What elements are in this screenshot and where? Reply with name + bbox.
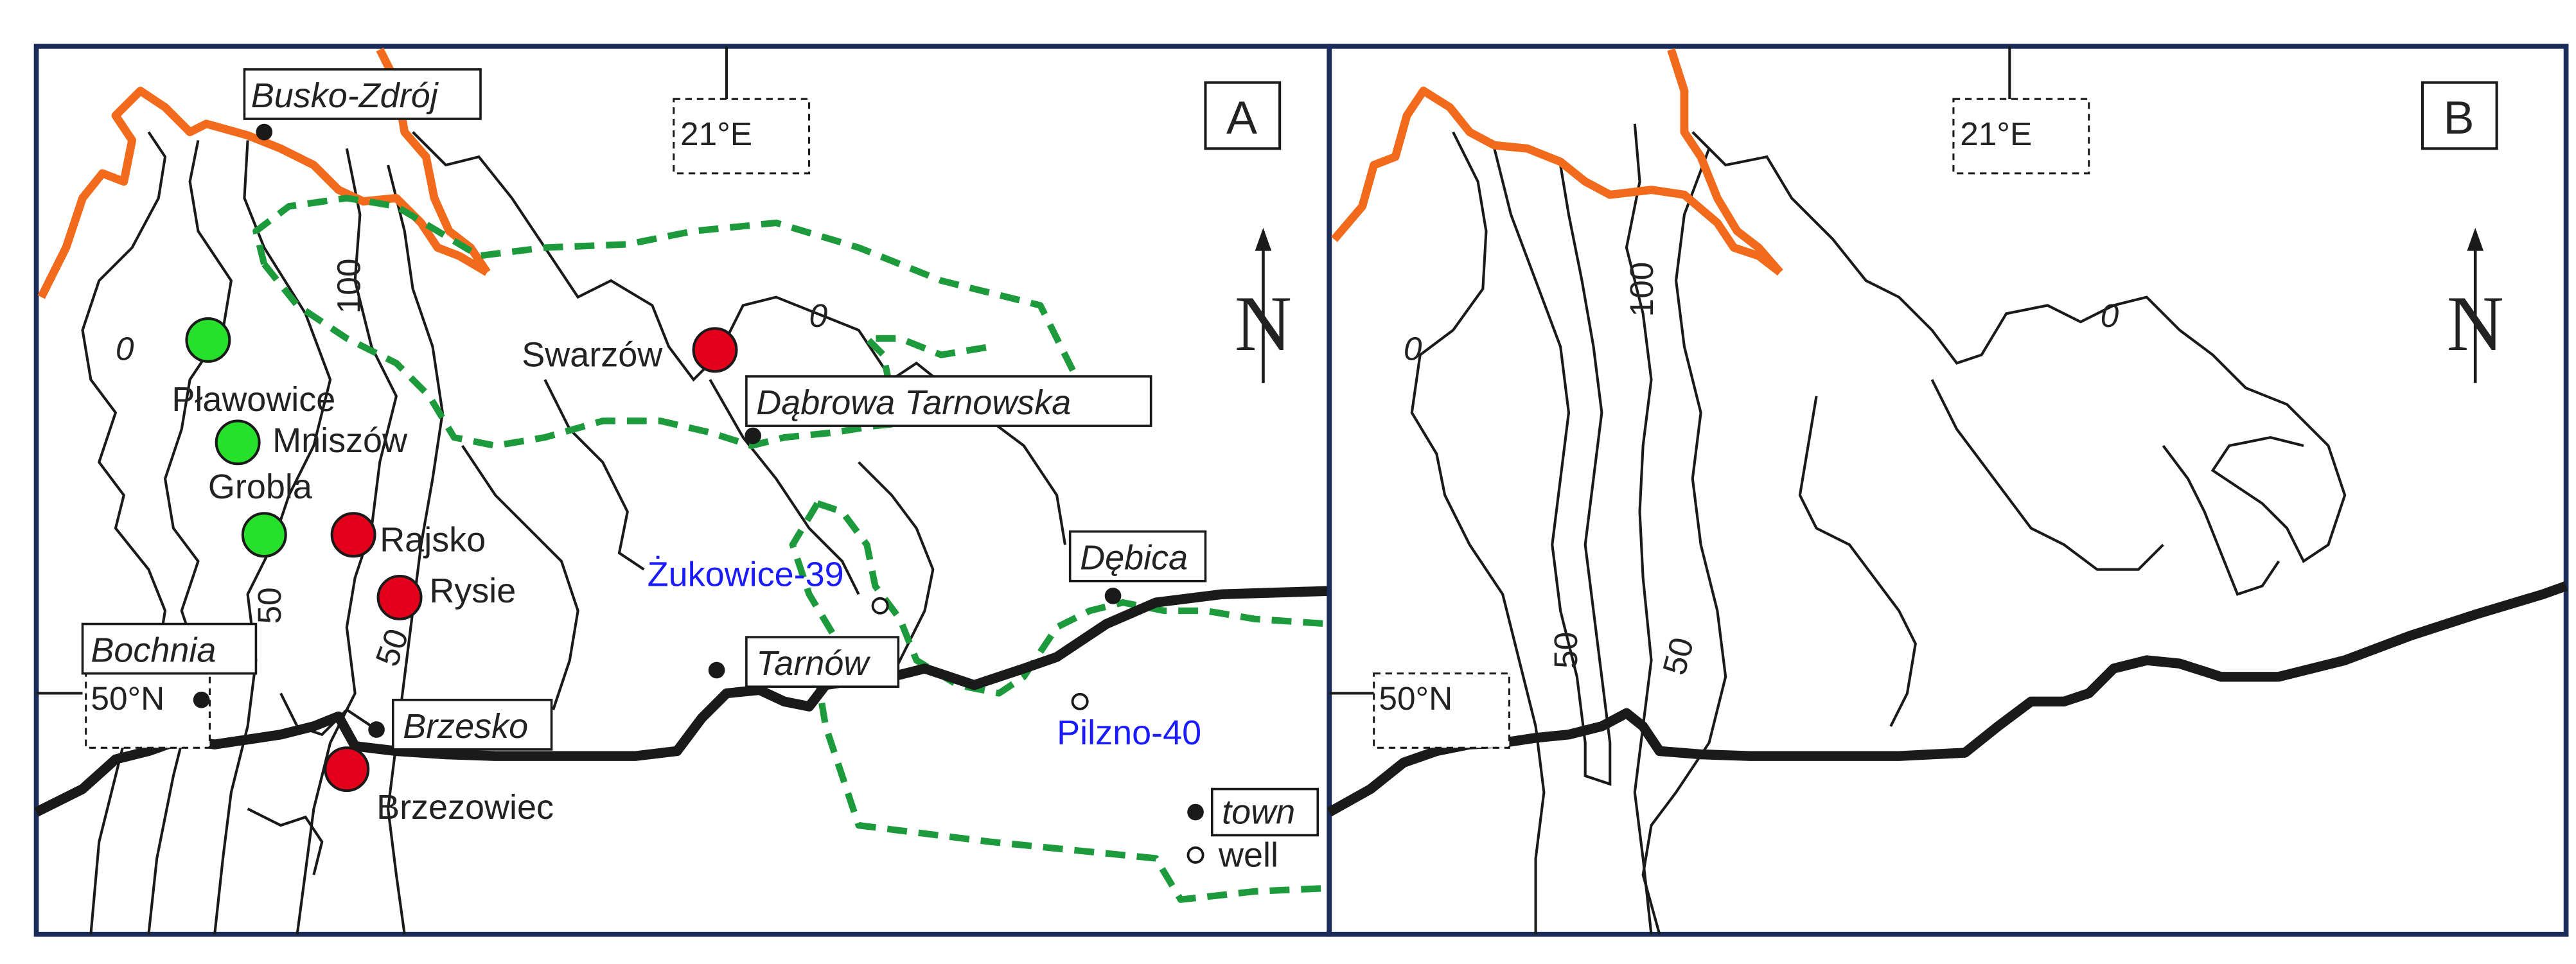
well-marker xyxy=(871,597,889,615)
contour-label-50: 50 xyxy=(1547,632,1584,669)
well-pilzno: Pilzno-40 xyxy=(1057,692,1201,752)
site-brzezowiec: Brzezowiec xyxy=(324,746,554,827)
green-site-marker xyxy=(185,317,231,363)
well-zukowice: Żukowice-39 xyxy=(648,555,889,615)
town-label: Bochnia xyxy=(91,631,216,670)
site-grobla: Grobla xyxy=(208,468,313,558)
site-label: Mniszów xyxy=(272,421,408,460)
latitude-label-box xyxy=(85,672,211,749)
panel-b: 21°E 50°N B N 0 0 100 50 50 xyxy=(1327,44,2569,937)
town-marker xyxy=(368,721,385,738)
red-site-marker xyxy=(692,327,738,373)
panel-label-box xyxy=(1204,81,1282,150)
site-label: Rajsko xyxy=(380,520,486,559)
contour-lines xyxy=(1410,123,2347,935)
green-site-marker xyxy=(241,512,287,558)
site-label: Swarzów xyxy=(522,336,663,374)
town-brzesko: Brzesko xyxy=(368,698,553,751)
latitude-label: 50°N xyxy=(1379,679,1452,717)
panel-a: 21°E 50°N A N 0 0 100 50 50 Busko-Zdrój … xyxy=(33,44,1332,937)
town-label: Tarnów xyxy=(756,644,870,683)
town-marker xyxy=(193,691,210,708)
town-tarnow: Tarnów xyxy=(708,636,900,688)
town-busko: Busko-Zdrój xyxy=(243,68,482,141)
longitude-label-box xyxy=(673,98,811,175)
site-label: Brzezowiec xyxy=(376,788,554,827)
town-marker xyxy=(1104,587,1122,604)
site-label: Grobla xyxy=(208,468,313,506)
contour-label-50: 50 xyxy=(251,587,288,624)
contour-label-100: 100 xyxy=(1623,262,1660,317)
main-road xyxy=(34,586,1330,817)
panel-label-box xyxy=(2421,81,2498,150)
legend-town-label: town xyxy=(1222,793,1295,832)
contour-label-0: 0 xyxy=(2101,297,2119,334)
longitude-label: 21°E xyxy=(680,115,752,152)
legend: town well xyxy=(1187,787,1319,874)
green-site-marker xyxy=(215,419,261,466)
town-bochnia: Bochnia xyxy=(81,622,258,708)
latitude-label-box xyxy=(1373,672,1510,749)
green-dashed-boundary-south xyxy=(789,500,1330,903)
panel-label: B xyxy=(2443,92,2474,144)
orange-boundary-line xyxy=(1331,86,1783,276)
contour-label-50: 50 xyxy=(368,624,416,671)
town-marker xyxy=(745,427,762,444)
panel-b-frame xyxy=(1327,44,2569,937)
site-label: Pławowice xyxy=(172,380,335,419)
contour-lines xyxy=(81,131,1067,935)
town-marker xyxy=(256,123,273,141)
north-label: N xyxy=(1235,279,1292,367)
legend-town-marker xyxy=(1187,803,1204,821)
site-rajsko: Rajsko xyxy=(330,512,486,559)
panel-label: A xyxy=(1226,92,1257,144)
site-rysie: Rysie xyxy=(376,572,516,620)
well-label: Pilzno-40 xyxy=(1057,714,1201,752)
well-marker xyxy=(1071,692,1089,710)
contour-label-0: 0 xyxy=(116,329,134,367)
contour-label-100: 100 xyxy=(330,259,367,314)
site-swarzow: Swarzów xyxy=(522,327,738,374)
longitude-label-box xyxy=(1952,98,2090,175)
town-label: Busko-Zdrój xyxy=(251,76,439,115)
main-road xyxy=(1327,581,2568,817)
town-debica: Dębica xyxy=(1068,530,1207,604)
longitude-label: 21°E xyxy=(1960,115,2032,152)
site-plawowice: Pławowice xyxy=(172,317,335,419)
site-mniszow: Mniszów xyxy=(215,419,408,466)
red-site-marker xyxy=(330,512,376,558)
town-label: Dębica xyxy=(1080,539,1188,577)
contour-label-50: 50 xyxy=(1655,633,1701,678)
red-site-marker xyxy=(324,746,370,793)
north-label: N xyxy=(2447,279,2504,367)
town-marker xyxy=(708,662,725,679)
well-label: Żukowice-39 xyxy=(648,555,844,593)
red-site-marker xyxy=(376,574,423,620)
site-label: Rysie xyxy=(429,572,516,610)
legend-well-marker xyxy=(1187,846,1204,864)
legend-well-label: well xyxy=(1218,836,1278,874)
green-dashed-boundary xyxy=(252,195,1077,450)
contour-label-0: 0 xyxy=(809,297,828,334)
north-arrow: N xyxy=(1235,227,1292,383)
latitude-label: 50°N xyxy=(91,679,164,717)
town-label: Dąbrowa Tarnowska xyxy=(756,383,1071,422)
contour-label-0: 0 xyxy=(1404,329,1422,367)
town-label: Brzesko xyxy=(403,707,528,746)
town-dabrowa: Dąbrowa Tarnowska xyxy=(745,375,1152,444)
north-arrow: N xyxy=(2447,227,2504,383)
